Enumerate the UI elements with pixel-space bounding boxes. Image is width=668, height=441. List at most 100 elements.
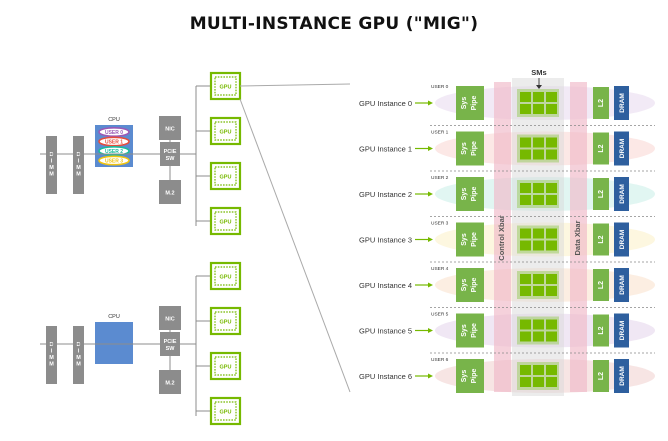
cpu-user-label: USER 2 xyxy=(105,149,123,155)
gpu-chip: GPU xyxy=(209,351,242,381)
l2-label: L2 xyxy=(598,144,605,152)
instance-user-label: USER 1 xyxy=(431,130,449,136)
sys-pipe-block xyxy=(456,86,484,120)
dram-label: DRAM xyxy=(619,366,626,386)
sm-cell xyxy=(546,377,557,387)
l2-block xyxy=(593,360,609,392)
sm-cell xyxy=(533,137,544,148)
sm-cell xyxy=(546,104,557,114)
dimm-label: M xyxy=(49,165,54,171)
sm-cell xyxy=(546,331,557,342)
sm-cell xyxy=(533,286,544,296)
sm-cell xyxy=(520,195,531,205)
sys-pipe-label: Sys xyxy=(461,97,468,110)
sys-pipe-label: Sys xyxy=(461,233,468,246)
dimm-label: M xyxy=(76,362,81,368)
gpu-instance-label: GPU Instance 5 xyxy=(359,327,412,336)
l2-label: L2 xyxy=(598,326,605,334)
sm-cell xyxy=(533,365,544,375)
dimm-label: I xyxy=(51,159,53,165)
sys-pipe-label: Sys xyxy=(461,188,468,201)
sm-cell xyxy=(546,92,557,102)
gpu-chip: GPU xyxy=(209,206,242,236)
sys-pipe-block xyxy=(456,222,484,257)
sm-cell xyxy=(533,104,544,114)
l2-block xyxy=(593,269,609,301)
sm-cell xyxy=(520,319,531,330)
l2-label: L2 xyxy=(598,372,605,380)
l2-block xyxy=(593,132,609,165)
pcie-switch-label: PCIE xyxy=(164,339,177,345)
sys-pipe-label: Pipe xyxy=(471,96,478,111)
sm-cell xyxy=(520,274,531,284)
dimm-label: D xyxy=(50,152,54,158)
gpu-chip: GPU xyxy=(209,396,242,426)
gpu-chip-label: GPU xyxy=(220,220,232,226)
dram-label: DRAM xyxy=(619,230,626,250)
sm-cell xyxy=(520,286,531,296)
dimm-label: I xyxy=(51,349,53,355)
gpu-instance-label: GPU Instance 3 xyxy=(359,236,412,245)
instance-arrowhead xyxy=(428,100,433,106)
sys-pipe-label: Sys xyxy=(461,279,468,292)
nic-box xyxy=(159,306,181,330)
gpu-chip: GPU xyxy=(209,116,242,146)
dimm-label: I xyxy=(78,349,80,355)
l2-label: L2 xyxy=(598,281,605,289)
gpu-chip: GPU xyxy=(209,71,242,101)
dimm-label: I xyxy=(78,159,80,165)
gpu-chip: GPU xyxy=(209,306,242,336)
sm-cell xyxy=(533,331,544,342)
pcie-switch xyxy=(160,332,180,356)
gpu-chip-label: GPU xyxy=(220,85,232,91)
gpu-chip-label: GPU xyxy=(220,410,232,416)
l2-block xyxy=(593,178,609,210)
instance-user-label: USER 0 xyxy=(431,84,449,90)
dram-block xyxy=(614,313,629,348)
sys-pipe-label: Pipe xyxy=(471,369,478,384)
sm-cell xyxy=(520,377,531,387)
l2-label: L2 xyxy=(598,190,605,198)
dram-block xyxy=(614,222,629,257)
sm-cell xyxy=(546,240,557,251)
m2-box xyxy=(159,180,181,204)
instance-arrowhead xyxy=(428,328,433,333)
gpu-chip: GPU xyxy=(209,161,242,191)
gpu-chip-label: GPU xyxy=(220,365,232,371)
pcie-switch-label: PCIE xyxy=(164,149,177,155)
sys-pipe-block xyxy=(456,313,484,348)
dram-block xyxy=(614,86,629,120)
sm-cell xyxy=(520,92,531,102)
sys-pipe-block xyxy=(456,359,484,393)
dimm-label: M xyxy=(49,362,54,368)
sm-cell xyxy=(546,274,557,284)
sm-cell xyxy=(546,183,557,193)
sm-cell xyxy=(533,240,544,251)
sm-cell xyxy=(546,319,557,330)
l2-block xyxy=(593,314,609,347)
l2-block xyxy=(593,87,609,119)
gpu-chip: GPU xyxy=(209,261,242,291)
instance-arrowhead xyxy=(428,191,433,197)
sm-cell xyxy=(520,331,531,342)
sys-pipe-label: Pipe xyxy=(471,187,478,202)
cpu-user-label: USER 1 xyxy=(105,140,123,146)
l2-label: L2 xyxy=(598,99,605,107)
gpu-instance-label: GPU Instance 0 xyxy=(359,99,412,108)
control-xbar xyxy=(494,82,511,392)
sys-pipe-block xyxy=(456,131,484,166)
dimm-module xyxy=(46,136,57,194)
sm-cell xyxy=(533,149,544,160)
sm-cell xyxy=(520,137,531,148)
dimm-module xyxy=(46,326,57,384)
sys-pipe-label: Pipe xyxy=(471,278,478,293)
dimm-label: M xyxy=(49,355,54,361)
sms-arrowhead xyxy=(536,85,542,89)
gpu-instance-label: GPU Instance 1 xyxy=(359,145,412,154)
data-xbar-label: Data Xbar xyxy=(573,220,582,255)
cpu-user-label: USER 0 xyxy=(105,130,123,136)
sm-cell xyxy=(520,240,531,251)
cpu-user-label: USER 3 xyxy=(105,159,123,165)
sm-cell xyxy=(533,319,544,330)
